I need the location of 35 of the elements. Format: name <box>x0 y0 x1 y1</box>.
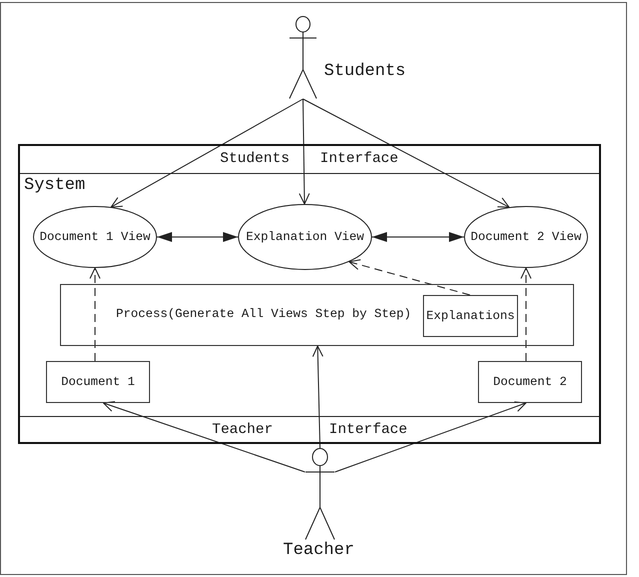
process-label: Process(Generate All Views Step by Step) <box>116 306 412 322</box>
dashed-arrow <box>90 268 100 362</box>
box-label: Document 2 <box>493 374 567 390</box>
use-case-label: Document 2 View <box>470 229 582 245</box>
system-label: System <box>24 176 86 196</box>
use-case-ellipse <box>238 204 372 270</box>
system-boundary <box>18 144 601 444</box>
arrow <box>102 401 306 472</box>
arrow <box>312 346 324 448</box>
process-box <box>60 284 574 346</box>
box-label: Document 1 <box>61 374 135 390</box>
arrow <box>334 401 526 472</box>
interface-label: Teacher <box>212 421 273 439</box>
use-case-label: Explanation View <box>246 229 364 245</box>
use-case-ellipse <box>464 206 588 268</box>
stick-figure <box>305 448 335 540</box>
use-case-label: Document 1 View <box>40 229 150 245</box>
interface-label: Interface <box>320 150 398 168</box>
arrow <box>110 98 304 208</box>
actor-label: Students <box>324 62 406 82</box>
arrow <box>298 98 310 204</box>
document-box <box>478 361 582 403</box>
dashed-arrow <box>520 268 532 362</box>
stick-figure <box>289 16 317 99</box>
actor-label: Teacher <box>283 541 354 561</box>
interface-label: Interface <box>329 421 408 439</box>
dashed-arrow <box>348 259 470 296</box>
document-box <box>46 361 150 403</box>
box-label: Explanations <box>426 308 515 324</box>
explanations-box <box>423 295 518 337</box>
use-case-ellipse <box>33 206 157 268</box>
arrow <box>302 98 510 208</box>
interface-label: Students <box>220 150 290 168</box>
double-headed-arrow <box>156 232 238 242</box>
double-headed-arrow <box>372 232 464 242</box>
